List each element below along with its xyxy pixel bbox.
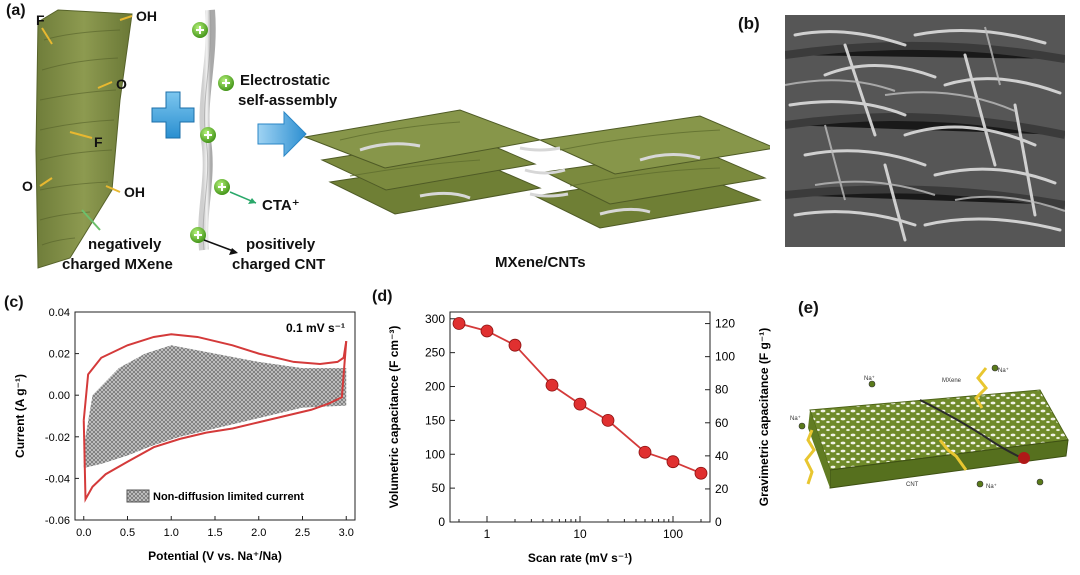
assembly-label-1: Electrostatic <box>240 72 331 89</box>
positive-charges <box>190 22 234 243</box>
y2-tick-label: 80 <box>715 383 729 397</box>
y2-tick-label: 60 <box>715 416 729 430</box>
data-point <box>694 466 708 480</box>
e-label-na-2: Na⁺ <box>790 415 801 422</box>
panel-label-e: (e) <box>798 298 819 317</box>
ion-paths <box>804 367 989 485</box>
group-oh-1: OH <box>136 8 157 24</box>
mxene-sheet <box>35 9 133 269</box>
y2-axis-label: Gravimetric capacitance (F g⁻¹) <box>757 328 771 506</box>
data-point <box>601 413 615 427</box>
cta-label: CTA⁺ <box>262 197 300 214</box>
panel-e-illustration: MXene Na⁺ Na⁺ Na⁺ CNT Na⁺ <box>790 364 1069 490</box>
e-label-mxene: MXene <box>942 378 962 384</box>
cv-curve-0 <box>82 333 348 421</box>
legend-swatch <box>126 489 150 503</box>
negatively-label: negatively <box>88 236 162 253</box>
x-tick-label: 3.0 <box>339 527 354 539</box>
x-tick-label: 100 <box>663 527 683 541</box>
y2-tick-label: 40 <box>715 449 729 463</box>
y-tick-label: 250 <box>425 346 445 360</box>
cv-chart: 0.0 0.5 1.0 1.5 2.0 2.5 3.0 -0.06 -0.04 -0.02 0.00… <box>13 307 356 563</box>
data-point <box>573 397 587 411</box>
panel-label-b: (b) <box>738 14 760 33</box>
y2-tick-label: 100 <box>715 350 735 364</box>
group-f-2: F <box>94 134 103 150</box>
y-tick-label: 300 <box>425 312 445 326</box>
panel-label-a: (a) <box>6 2 26 19</box>
y-tick-label: 150 <box>425 413 445 427</box>
x-tick-label: 1.5 <box>207 527 222 539</box>
mxene-cnt-stack <box>303 109 770 229</box>
y-axis-label: Volumetric capacitance (F cm⁻³) <box>387 326 401 509</box>
sem-image <box>785 15 1065 247</box>
charged-mxene-label: charged MXene <box>62 256 173 273</box>
plus-sign-icon <box>151 91 195 139</box>
x-tick-label: 2.5 <box>295 527 310 539</box>
shaded-region <box>83 345 347 468</box>
y-axis-label: Current (A g⁻¹) <box>13 374 27 458</box>
e-label-na-4: Na⁺ <box>986 483 997 490</box>
x-tick-label: 0.0 <box>76 527 91 539</box>
y2-tick-label: 120 <box>715 317 735 331</box>
y-tick-label: 0.02 <box>49 349 70 361</box>
cnt-strand <box>919 399 1023 459</box>
y-tick-label: -0.02 <box>45 432 70 444</box>
panel-label-d: (d) <box>372 288 393 305</box>
y-tick-label: 0.00 <box>49 390 70 402</box>
x-tick-label: 1.0 <box>164 527 179 539</box>
group-oh-2: OH <box>124 184 145 200</box>
x-tick-label: 0.5 <box>120 527 135 539</box>
y-tick-label: 100 <box>425 447 445 461</box>
y-tick-label: -0.04 <box>45 473 70 485</box>
data-point <box>480 324 494 338</box>
y-tick-label: 200 <box>425 380 445 394</box>
charged-cnt-label: charged CNT <box>232 256 326 273</box>
data-point <box>508 338 522 352</box>
x-tick-label: 2.0 <box>251 527 266 539</box>
group-o-1: O <box>116 76 127 92</box>
cv-curve-1 <box>82 341 348 503</box>
x-axis-label: Scan rate (mV s⁻¹) <box>528 551 632 565</box>
positively-label: positively <box>246 236 316 253</box>
x-tick-label: 1 <box>484 527 491 541</box>
capacitance-chart: 1 10 100 0 50 100 150 200 250 300 0 20 40 60 80 100 120S… <box>387 311 771 565</box>
data-point <box>666 455 680 469</box>
y2-tick-label: 20 <box>715 482 729 496</box>
group-o-2: O <box>22 178 33 194</box>
legend-label: Non-diffusion limited current <box>153 491 304 503</box>
e-label-na-1: Na⁺ <box>998 367 1009 374</box>
plot-frame <box>449 311 711 523</box>
data-point <box>638 445 652 459</box>
chart-annotation: 0.1 mV s⁻¹ <box>286 321 345 335</box>
x-tick-label: 10 <box>573 527 587 541</box>
y-tick-label: 50 <box>432 481 446 495</box>
e-label-na-3: Na⁺ <box>864 375 875 382</box>
x-axis-label: Potential (V vs. Na⁺/Na) <box>148 549 282 563</box>
mxene-cnts-label: MXene/CNTs <box>495 254 586 271</box>
assembly-label-2: self-assembly <box>238 92 338 109</box>
y2-tick-label: 0 <box>715 515 722 529</box>
red-ion-ball <box>1018 452 1030 464</box>
e-label-cnt: CNT <box>906 482 919 488</box>
y-tick-label: 0.04 <box>49 307 70 319</box>
y-tick-label: 0 <box>438 515 445 529</box>
assembly-arrow-icon <box>257 110 307 158</box>
y-tick-label: -0.06 <box>45 515 70 527</box>
panel-label-c: (c) <box>4 294 24 311</box>
group-f-1: F <box>36 12 45 28</box>
panel-a-schematic <box>35 9 770 269</box>
data-point <box>452 317 466 330</box>
data-point <box>545 378 559 392</box>
